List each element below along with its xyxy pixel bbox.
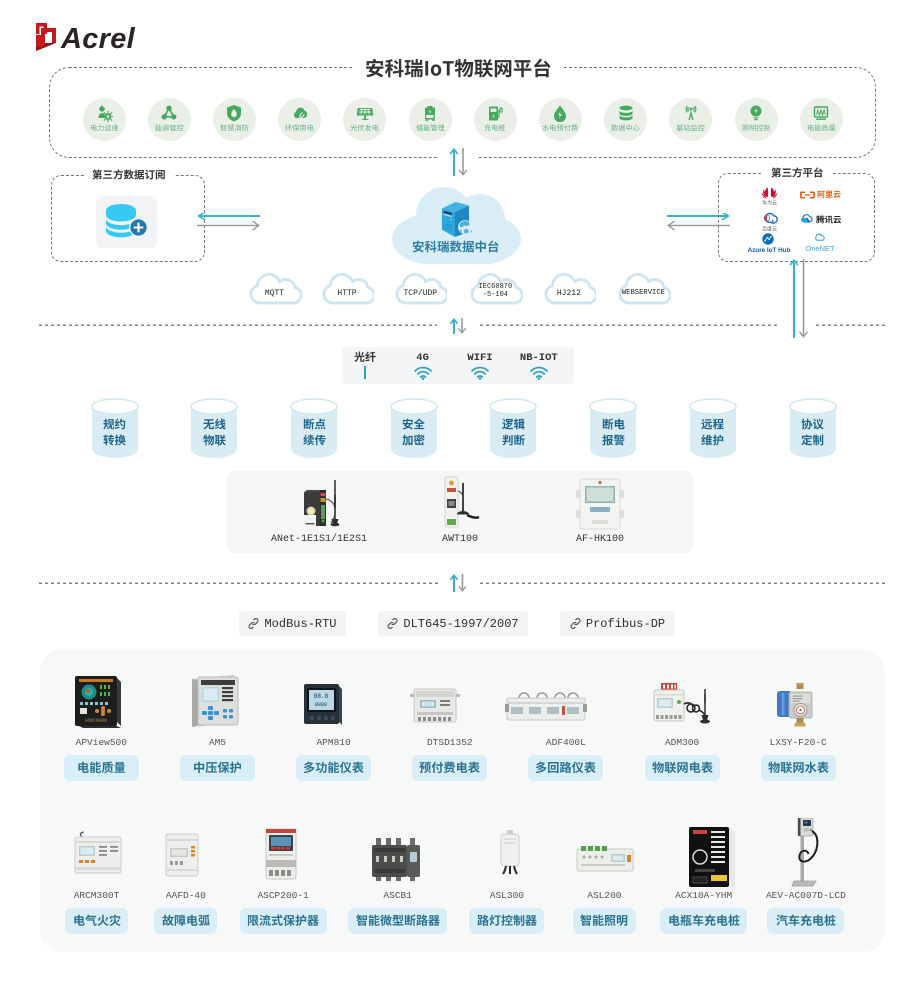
svg-text:8888: 8888 xyxy=(315,702,327,708)
svg-text:ACREL POWER: ACREL POWER xyxy=(85,719,108,723)
svg-text:Acrel: Acrel xyxy=(60,23,136,55)
svg-text:88.8: 88.8 xyxy=(313,693,328,700)
